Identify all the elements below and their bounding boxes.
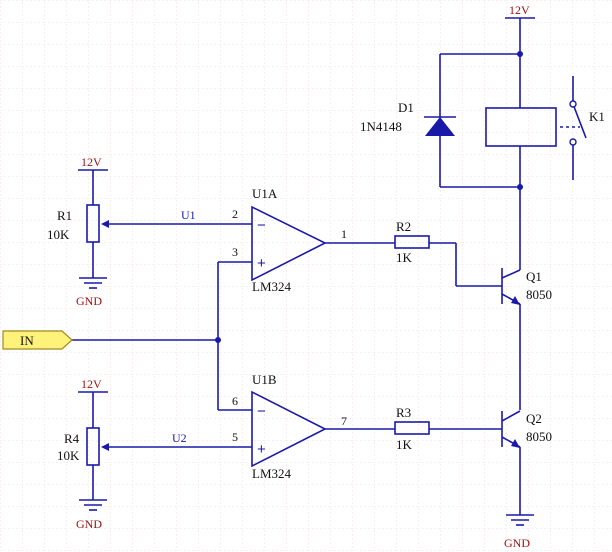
net-u1-label: U1	[181, 208, 196, 222]
u1a-part: LM324	[252, 279, 292, 294]
diode-value: 1N4148	[360, 119, 402, 134]
input-port[interactable]: IN	[2, 330, 73, 350]
u1a-pin-noninv: 3	[232, 245, 238, 259]
gnd-bottom: GND	[504, 514, 534, 550]
relay-k1: K1	[485, 76, 605, 180]
signal-wires: U1 U2	[72, 208, 502, 448]
r3-value: 1K	[396, 437, 413, 452]
resistor-r3: R3 1K	[394, 405, 430, 452]
pot-r4-ref: R4	[64, 431, 80, 446]
u1a-pin-out: 1	[341, 227, 347, 241]
r2-value: 1K	[396, 250, 413, 265]
u1a-minus-symbol: −	[257, 217, 266, 234]
opamp-u1a: − + U1A LM324 2 3 1	[232, 186, 347, 294]
q1-part: 8050	[526, 287, 552, 302]
opamp-u1b: − + U1B LM324 6 5 7	[232, 372, 347, 481]
net-u2-label: U2	[172, 431, 187, 445]
vcc-label-top: 12V	[509, 3, 530, 17]
vcc-label-r4: 12V	[81, 377, 102, 391]
u1b-ref: U1B	[252, 372, 277, 387]
u1b-plus-symbol: +	[257, 441, 266, 458]
junction-relay-bottom	[517, 184, 523, 190]
relay-ref: K1	[589, 109, 605, 124]
gnd-label-r4: GND	[76, 517, 102, 531]
q2-ref: Q2	[526, 411, 542, 426]
diode-d1: D1 1N4148	[360, 100, 456, 136]
gnd-label-r1: GND	[76, 294, 102, 308]
u1a-pin-inv: 2	[232, 207, 238, 221]
pot-r1-value: 10K	[47, 227, 70, 242]
u1b-pin-inv: 6	[232, 394, 238, 408]
r3-ref: R3	[396, 405, 411, 420]
transistor-q1: Q1 8050	[501, 268, 552, 410]
gnd-label-bottom: GND	[504, 536, 530, 550]
q1-ref: Q1	[526, 269, 542, 284]
input-port-label: IN	[20, 333, 34, 348]
u1b-minus-symbol: −	[257, 403, 266, 420]
pot-r1: 12V GND R1 10K	[47, 155, 109, 308]
diode-ref: D1	[398, 100, 414, 115]
u1b-pin-out: 7	[341, 414, 347, 428]
r2-ref: R2	[396, 219, 411, 234]
pot-r1-ref: R1	[57, 208, 72, 223]
pot-r4-value: 10K	[57, 448, 80, 463]
relay-diode-loop	[439, 51, 523, 270]
resistor-r2: R2 1K	[394, 219, 430, 265]
u1b-pin-noninv: 5	[232, 430, 238, 444]
vcc-label-r1: 12V	[81, 155, 102, 169]
q2-part: 8050	[526, 429, 552, 444]
u1a-ref: U1A	[252, 186, 278, 201]
supply-top: 12V	[505, 3, 535, 54]
transistor-q2: Q2 8050	[501, 410, 552, 515]
pot-r4: 12V GND R4 10K	[57, 377, 109, 531]
junction-top	[517, 51, 523, 57]
u1b-part: LM324	[252, 466, 292, 481]
junction-in	[215, 337, 221, 343]
u1a-plus-symbol: +	[257, 255, 266, 272]
